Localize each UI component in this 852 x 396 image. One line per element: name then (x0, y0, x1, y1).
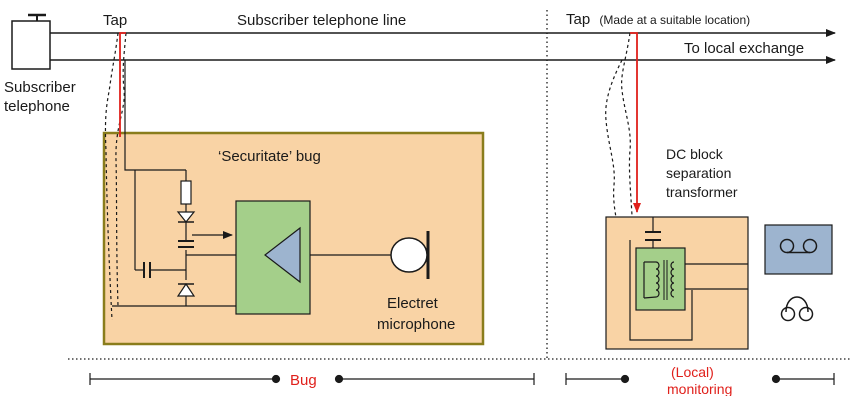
bug-scale-bar (89, 373, 535, 385)
diode-symbol (176, 211, 196, 297)
line-title-label: Subscriber telephone line (237, 12, 406, 29)
capacitor-symbol (143, 240, 194, 278)
tap-right-word: Tap (566, 11, 590, 28)
dc-block-label-line1: DC block (666, 146, 724, 162)
electret-label-line2: microphone (377, 316, 455, 333)
bug-circuit (112, 60, 392, 307)
right-red-tap (630, 32, 641, 213)
monitoring-scale-label-line2: monitoring (667, 381, 732, 396)
tap-right-note: (Made at a suitable location) (599, 13, 750, 27)
capacitor-symbol-right (645, 231, 661, 241)
left-red-tap (119, 32, 126, 137)
bug-title-label: ‘Securitate’ bug (218, 148, 321, 165)
microphone-icon (390, 231, 430, 279)
tape-recorder-icon (764, 224, 833, 275)
dc-block-label-line2: separation (666, 165, 731, 181)
subscriber-label-line2: telephone (4, 98, 70, 115)
to-exchange-label: To local exchange (684, 40, 804, 57)
amplifier-triangle (264, 226, 301, 284)
monitoring-scale-label-line1: (Local) (671, 364, 714, 380)
telephone-icon (11, 13, 51, 70)
headphones-icon (780, 296, 814, 322)
left-tap-wires (104, 32, 127, 321)
monitoring-scale-bar (565, 373, 835, 385)
electret-label-line1: Electret (387, 295, 439, 312)
transformer-symbol (635, 247, 686, 311)
dc-block-label-line3: transformer (666, 184, 738, 200)
tap-left-label: Tap (103, 12, 127, 29)
monitoring-circuit (629, 217, 748, 341)
bug-scale-label: Bug (290, 372, 317, 389)
tap-right-label: Tap (Made at a suitable location) (566, 11, 750, 28)
telephone-line (50, 29, 836, 64)
resistor-symbol (180, 180, 192, 205)
right-tap-wires (605, 32, 634, 241)
subscriber-label-line1: Subscriber (4, 79, 76, 96)
